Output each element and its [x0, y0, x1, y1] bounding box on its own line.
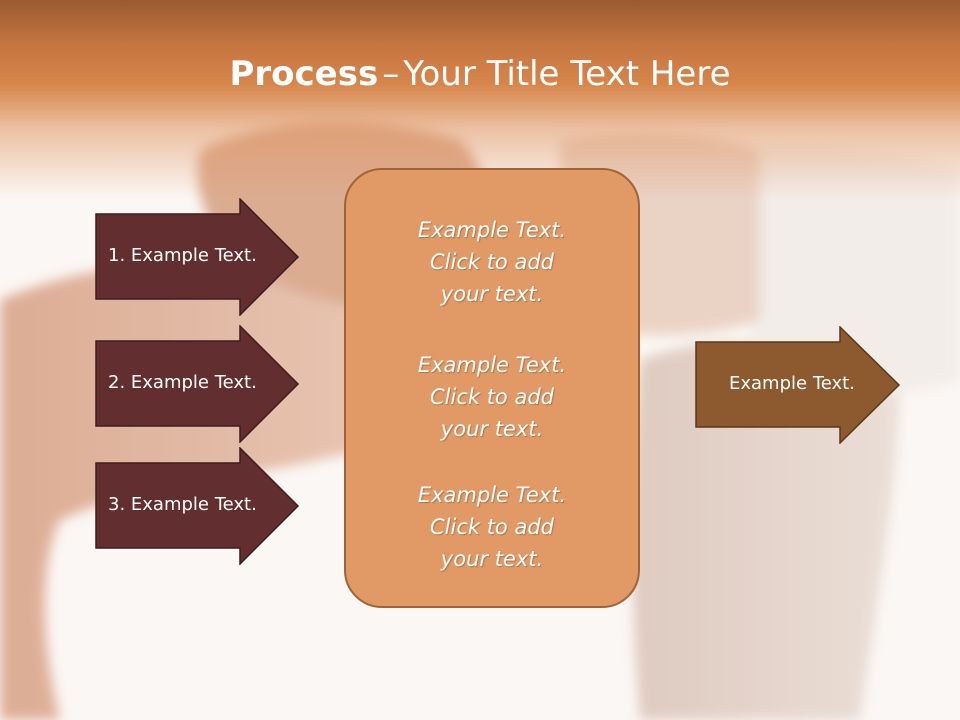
center-paragraph-1-line-1: Example Text. — [417, 218, 567, 242]
center-paragraph-1: Example Text. Click to add your text. — [346, 214, 638, 310]
header-band — [0, 0, 960, 200]
title-bold: Process — [229, 54, 379, 94]
title-rest: Your Title Text Here — [403, 54, 731, 94]
center-paragraph-3-line-3: your text. — [440, 547, 544, 571]
right-arrow[interactable]: Example Text. — [695, 326, 901, 444]
center-paragraph-1-line-2: Click to add — [429, 250, 554, 274]
center-paragraph-2-line-3: your text. — [440, 417, 544, 441]
title-dash: – — [382, 54, 400, 94]
center-paragraph-2: Example Text. Click to add your text. — [346, 349, 638, 445]
arrow-shape — [95, 447, 300, 565]
slide-title: Process–Your Title Text Here — [0, 52, 960, 96]
center-paragraph-2-line-2: Click to add — [429, 385, 554, 409]
left-arrow-label-3: 3. Example Text. — [108, 494, 257, 515]
left-arrow-label-1: 1. Example Text. — [108, 245, 257, 266]
arrow-shape — [95, 198, 300, 316]
left-arrow-1[interactable]: 1. Example Text. — [95, 198, 300, 316]
center-paragraph-3: Example Text. Click to add your text. — [346, 479, 638, 575]
center-text-box[interactable]: Example Text. Click to add your text. Ex… — [344, 168, 640, 608]
center-paragraph-1-line-3: your text. — [440, 282, 544, 306]
arrow-shape — [95, 325, 300, 443]
left-arrow-label-2: 2. Example Text. — [108, 372, 257, 393]
left-arrow-2[interactable]: 2. Example Text. — [95, 325, 300, 443]
left-arrow-3[interactable]: 3. Example Text. — [95, 447, 300, 565]
right-arrow-label: Example Text. — [729, 373, 855, 394]
center-paragraph-2-line-1: Example Text. — [417, 353, 567, 377]
center-paragraph-3-line-2: Click to add — [429, 515, 554, 539]
arrow-shape — [695, 326, 901, 444]
center-paragraph-3-line-1: Example Text. — [417, 483, 567, 507]
